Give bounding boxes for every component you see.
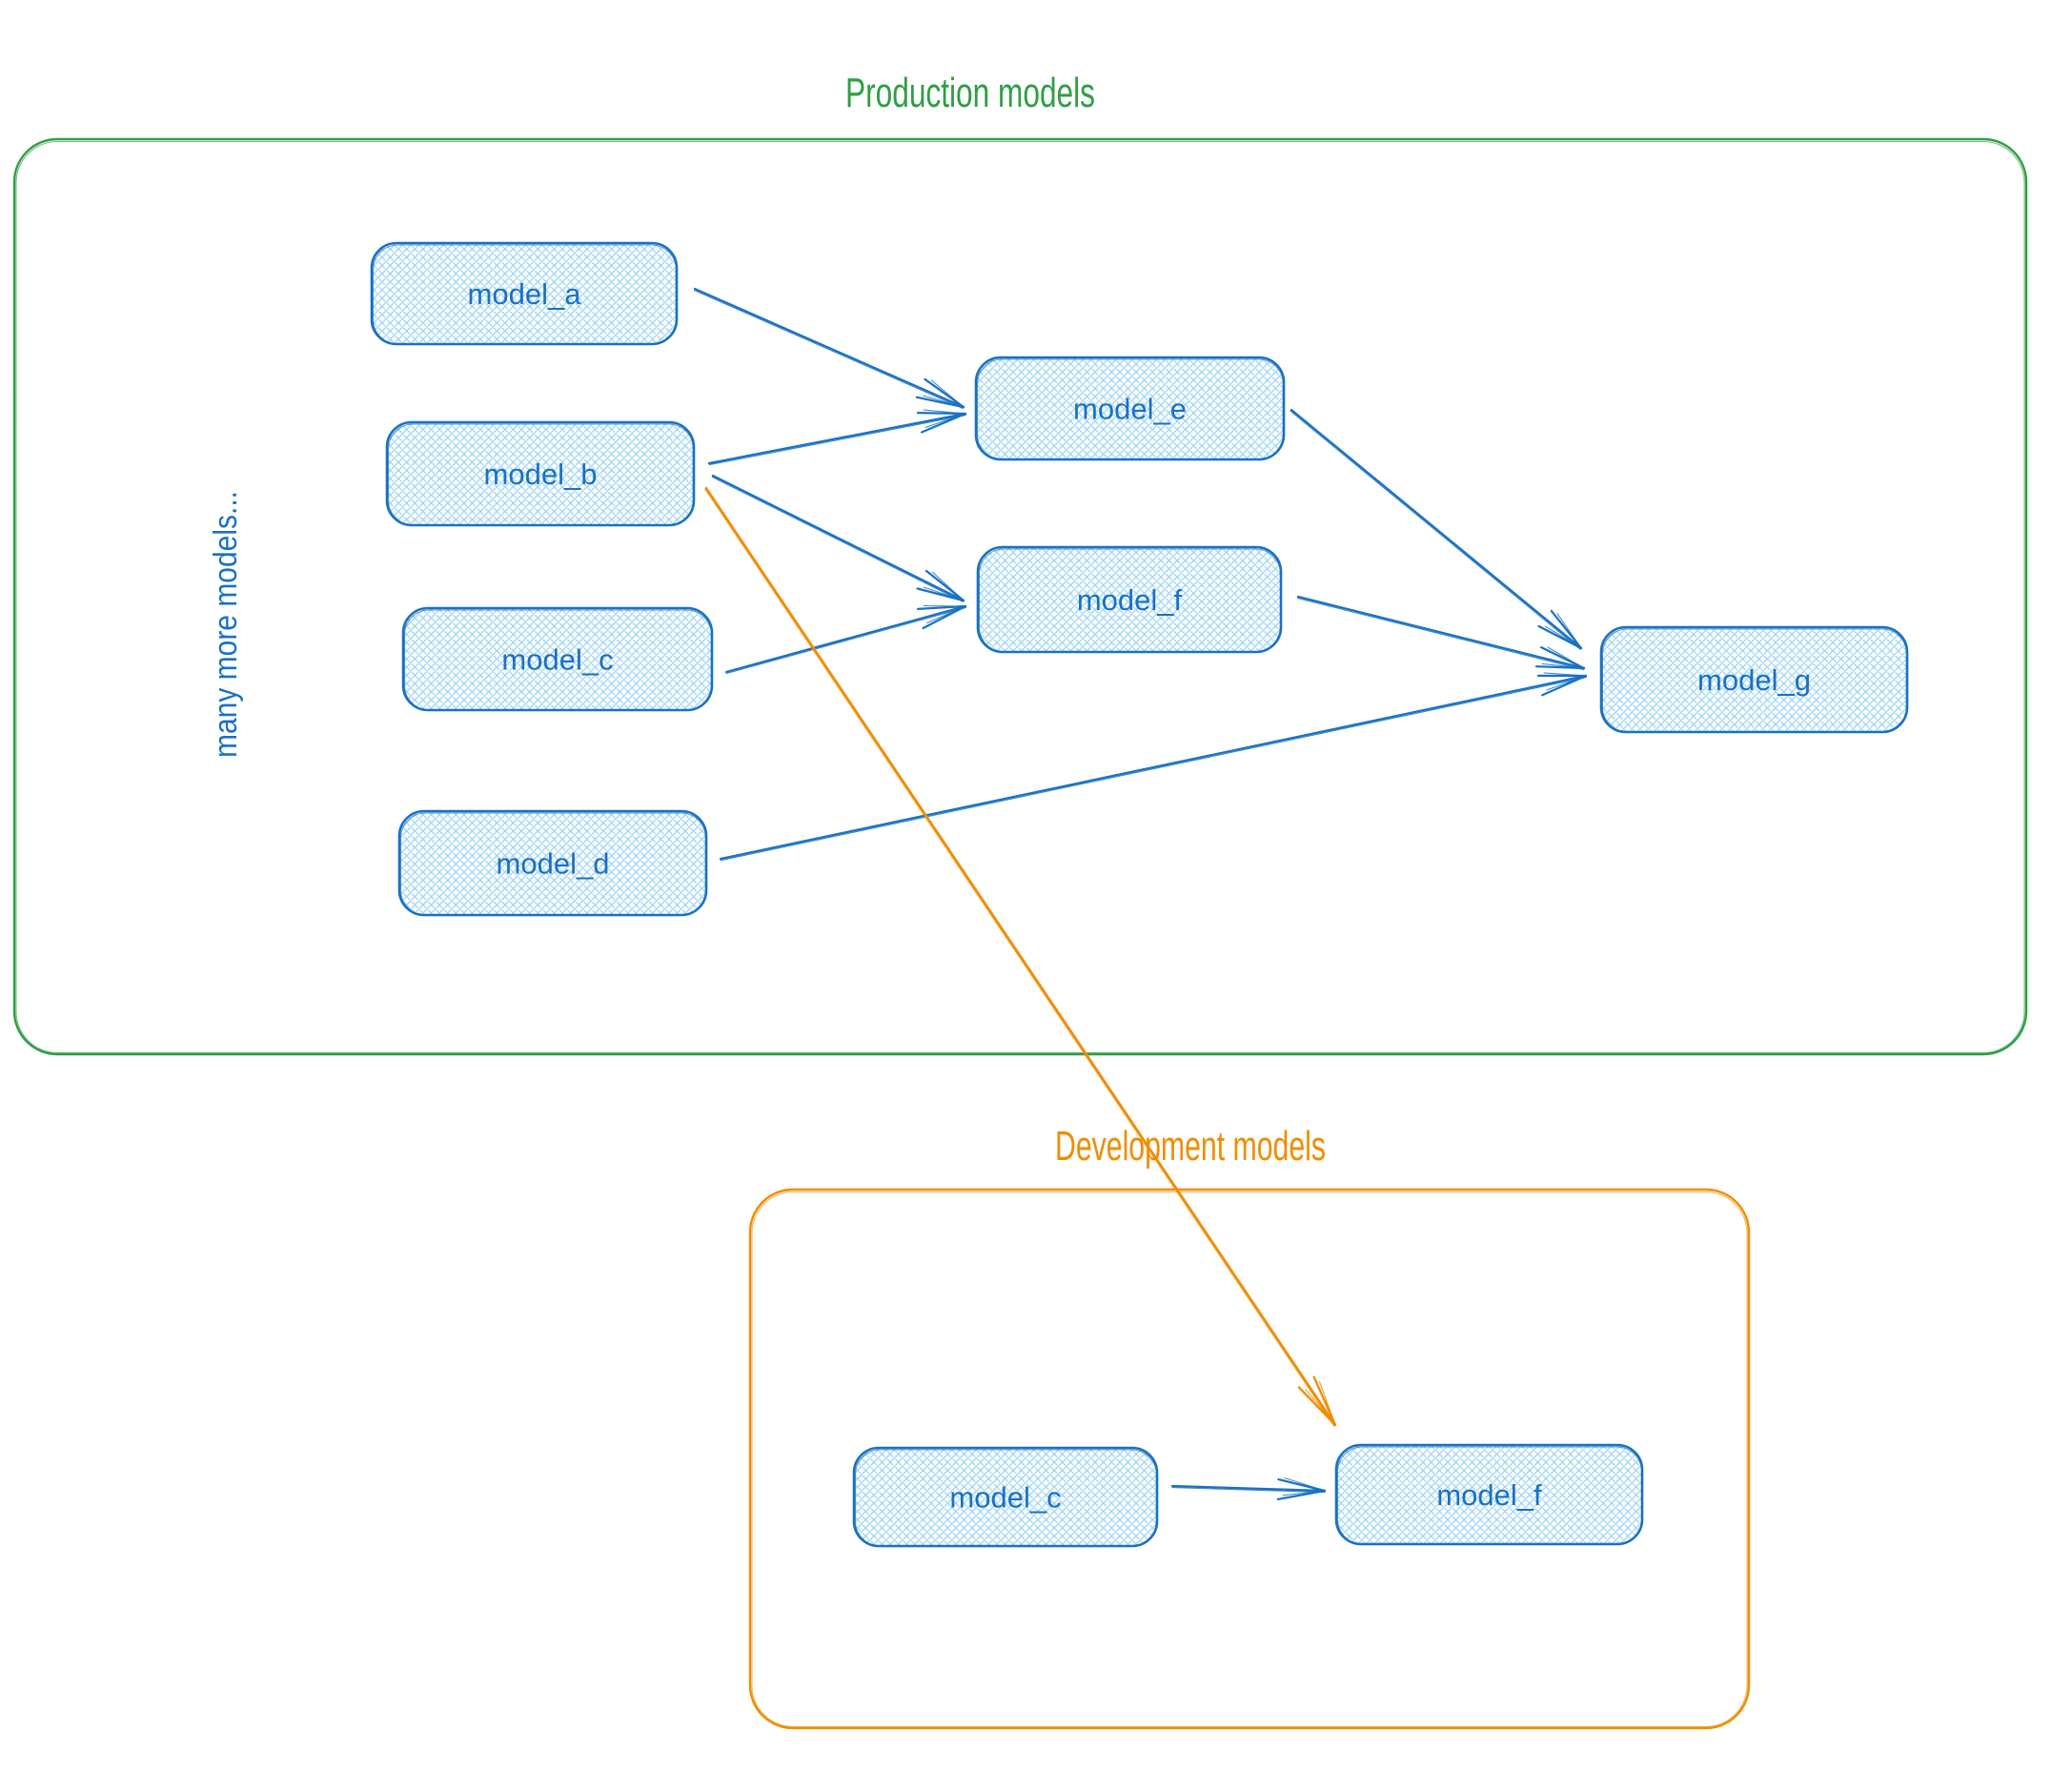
svg-text:model_c: model_c [501,643,613,677]
svg-text:model_a: model_a [468,277,582,311]
svg-text:model_b: model_b [484,458,598,491]
svg-text:Production models: Production models [845,70,1095,116]
svg-text:model_g: model_g [1697,663,1811,697]
svg-text:model_c: model_c [949,1481,1061,1515]
svg-text:Development models: Development models [1055,1123,1326,1170]
svg-text:many more models...: many more models... [208,491,244,758]
svg-text:model_f: model_f [1077,583,1183,617]
svg-text:model_f: model_f [1436,1478,1542,1512]
svg-text:model_e: model_e [1073,393,1187,426]
svg-text:model_d: model_d [497,847,610,881]
